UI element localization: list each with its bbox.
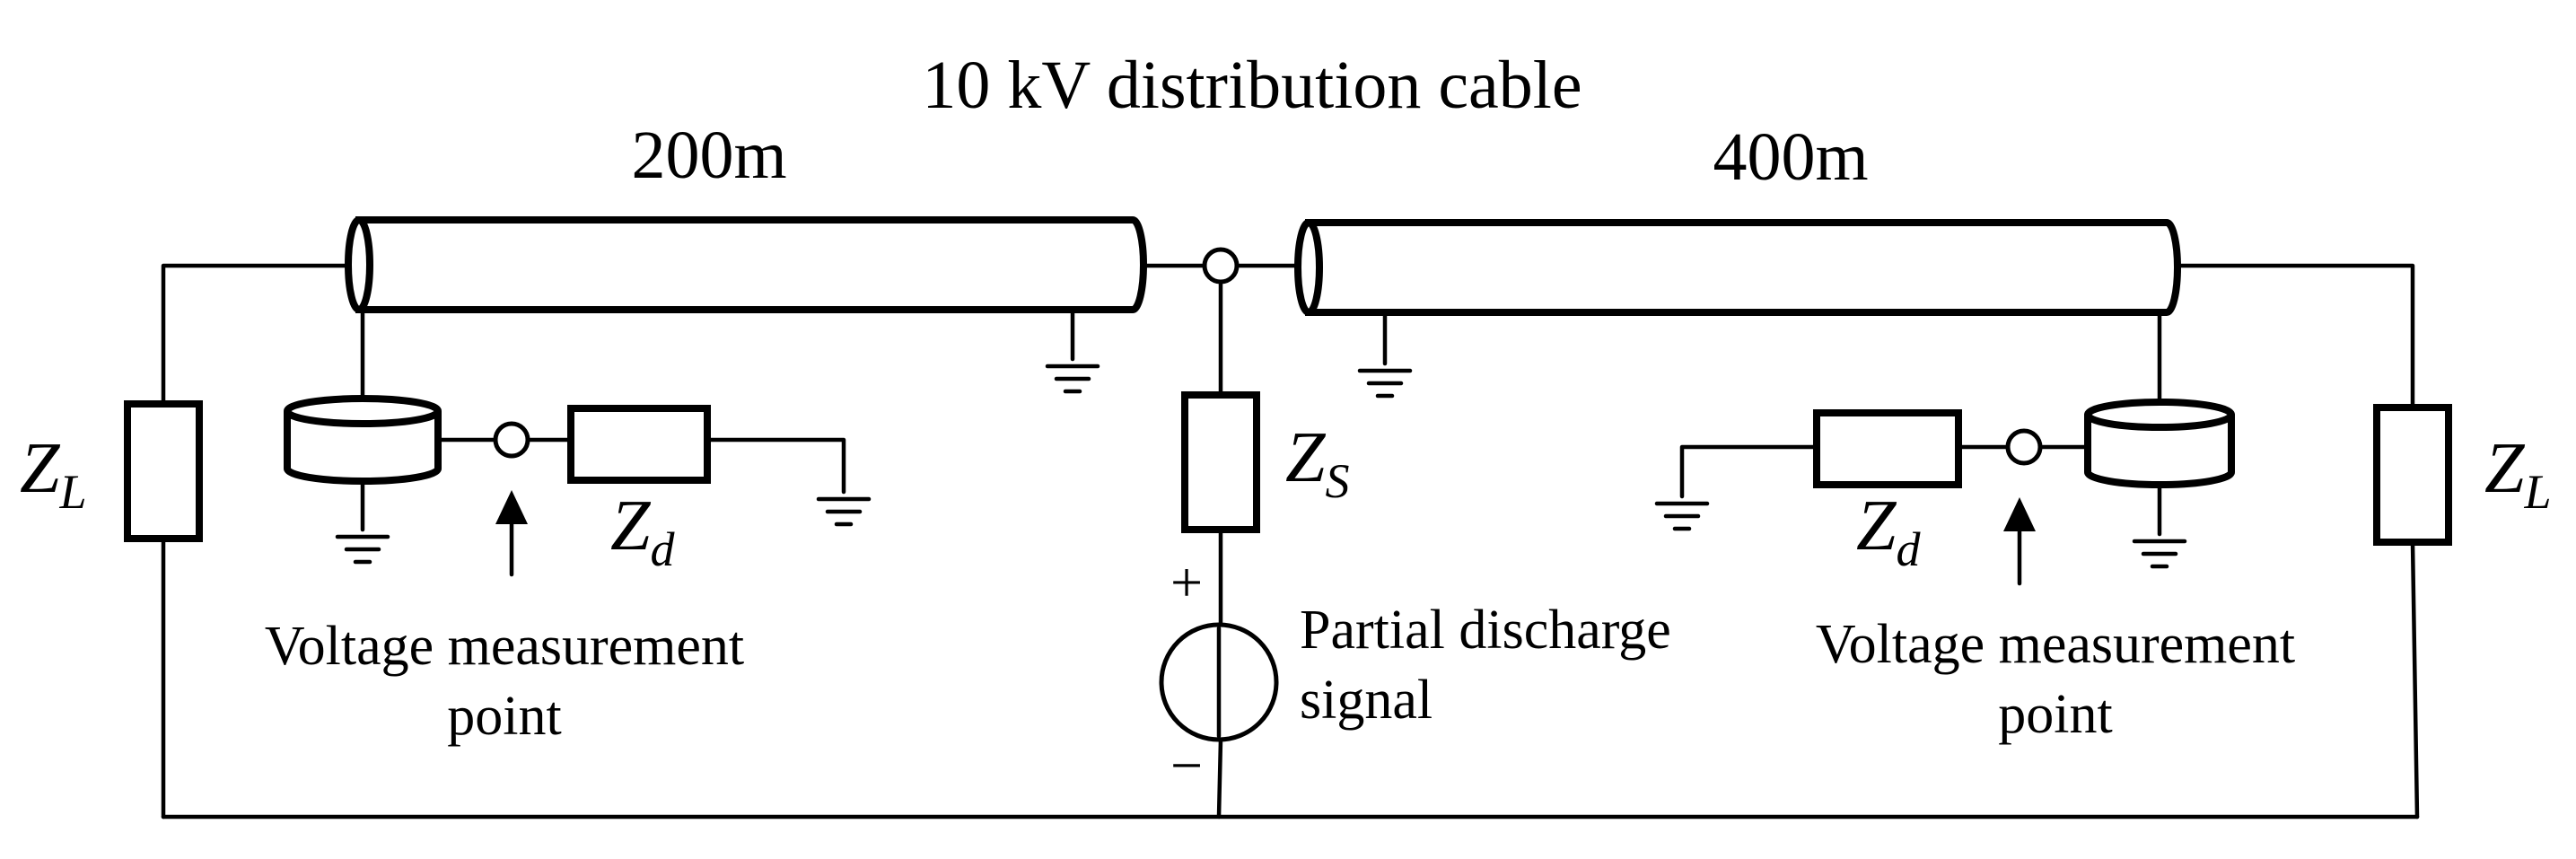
ground-symbol-right-cable bbox=[1357, 368, 1413, 399]
load-impedance-right-label: ZL bbox=[2484, 429, 2552, 519]
ground-symbol-left-cable bbox=[1045, 364, 1100, 394]
detector-impedance-right bbox=[1813, 409, 1962, 488]
right-cable bbox=[1294, 219, 2181, 316]
measurement-node-right bbox=[2005, 428, 2043, 466]
measurement-arrow-left bbox=[495, 490, 528, 577]
load-impedance-left bbox=[124, 400, 203, 542]
measurement-arrow-right bbox=[2003, 497, 2036, 586]
measurement-label-right-line1: Voltage measurement bbox=[1816, 614, 2295, 675]
ground-symbol-right-detector bbox=[1654, 501, 1710, 531]
source-impedance bbox=[1181, 391, 1260, 533]
junction-node-center bbox=[1202, 247, 1240, 285]
measurement-label-right-line2: point bbox=[1998, 684, 2112, 745]
wiring bbox=[161, 263, 2420, 820]
ground-symbol-left-detector bbox=[816, 496, 872, 527]
pd-signal-label-line1: Partial discharge bbox=[1300, 600, 1671, 661]
load-impedance-left-label: ZL bbox=[20, 429, 87, 519]
pd-source-minus: − bbox=[1170, 733, 1203, 797]
right-cable-length: 400m bbox=[1713, 119, 1868, 195]
load-impedance-right bbox=[2373, 404, 2452, 546]
coupling-sensor-right bbox=[2084, 399, 2235, 488]
left-cable bbox=[345, 216, 1147, 313]
detector-impedance-right-label: Zd bbox=[1856, 486, 1922, 576]
ground-symbol-right-sensor bbox=[2132, 539, 2187, 569]
detector-impedance-left-label: Zd bbox=[610, 486, 676, 576]
measurement-node-left bbox=[493, 421, 530, 459]
coupling-sensor-left bbox=[284, 395, 442, 485]
ground-symbol-left-sensor bbox=[335, 534, 390, 565]
detector-impedance-left bbox=[567, 405, 711, 484]
measurement-label-left-line2: point bbox=[447, 686, 561, 747]
pd-source-plus: + bbox=[1170, 550, 1203, 614]
measurement-label-left-line1: Voltage measurement bbox=[265, 616, 744, 677]
left-cable-length: 200m bbox=[631, 118, 786, 193]
source-impedance-label: ZS bbox=[1285, 418, 1350, 508]
diagram-title: 10 kV distribution cable bbox=[922, 48, 1582, 123]
pd-signal-label-line2: signal bbox=[1300, 670, 1433, 731]
